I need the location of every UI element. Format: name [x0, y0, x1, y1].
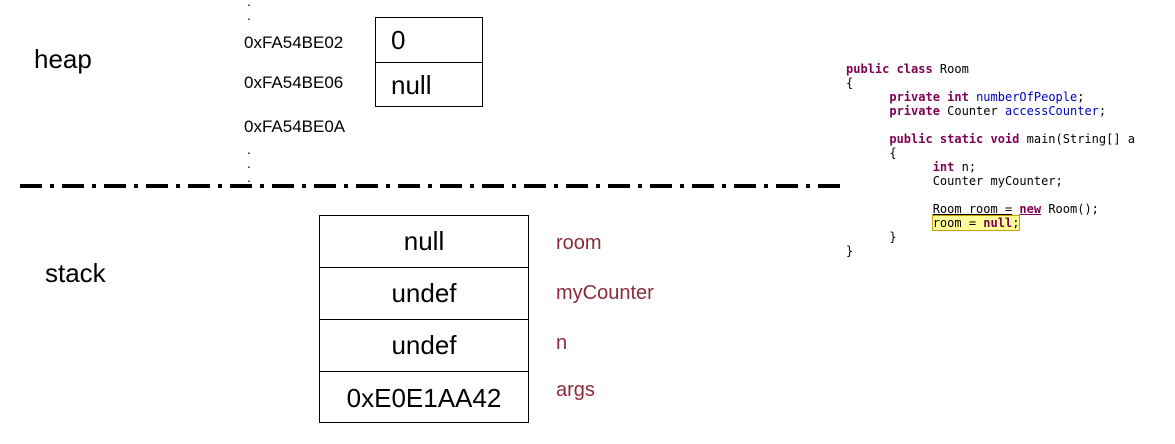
ellipsis-dot: .: [247, 141, 251, 157]
code-text: {: [846, 76, 854, 90]
stack-cell: 0xE0E1AA42: [346, 382, 502, 413]
heap-address: 0xFA54BE02: [244, 33, 344, 52]
code-text: {: [889, 146, 897, 160]
code-field: numberOfPeople: [976, 90, 1078, 104]
code-snippet: public class Room { private int numberOf…: [846, 62, 1175, 302]
heap-address: 0xFA54BE06: [244, 73, 344, 92]
code-field: accessCounter: [1004, 104, 1099, 118]
code-keyword: null: [983, 216, 1013, 230]
code-text: main(String[] a: [1019, 132, 1135, 146]
code-text: ;: [1077, 90, 1085, 104]
code-text: ;: [1012, 216, 1020, 230]
code-text: }: [846, 244, 854, 258]
stack-cell: null: [320, 216, 528, 268]
code-text: Room room =: [932, 202, 1013, 216]
stack-variable-label: args: [556, 379, 595, 401]
code-keyword: private: [889, 104, 940, 118]
code-text: Room: [932, 62, 969, 76]
code-keyword: int: [932, 160, 955, 174]
code-text: }: [889, 230, 897, 244]
stack-variable-label: myCounter: [556, 282, 654, 304]
heap-address: 0xFA54BE0A: [244, 117, 346, 136]
code-keyword: public static void: [889, 132, 1020, 146]
ellipsis-dot: .: [247, 155, 251, 171]
code-text: Room();: [1041, 202, 1099, 216]
heap-stack-divider: [20, 184, 846, 188]
stack-cell: undef: [320, 268, 528, 320]
stack-frame: null undef undef 0xE0E1AA42: [319, 215, 529, 423]
code-text: Counter myCounter;: [932, 174, 1063, 188]
code-text: room =: [932, 216, 984, 230]
stack-cell: undef: [320, 320, 528, 372]
ellipsis-dot: .: [247, 7, 251, 23]
highlighted-statement: room = null;: [931, 215, 1021, 231]
code-keyword: private int: [889, 90, 969, 104]
code-text: ;: [1098, 104, 1107, 118]
stack-variable-label: room: [556, 232, 602, 254]
heap-memory-block: 0 null: [375, 17, 483, 107]
heap-cell: null: [391, 70, 432, 100]
code-keyword: new: [1019, 202, 1042, 216]
code-keyword: public class: [846, 62, 933, 76]
heap-cell: 0: [376, 18, 482, 63]
heap-label: heap: [34, 44, 92, 74]
code-text: Counter: [939, 104, 1005, 118]
ellipsis-dot: .: [247, 169, 251, 185]
ellipsis-dot: .: [247, 0, 251, 9]
stack-variable-label: n: [556, 332, 568, 354]
code-text: n;: [954, 160, 977, 174]
stack-label: stack: [45, 258, 106, 288]
